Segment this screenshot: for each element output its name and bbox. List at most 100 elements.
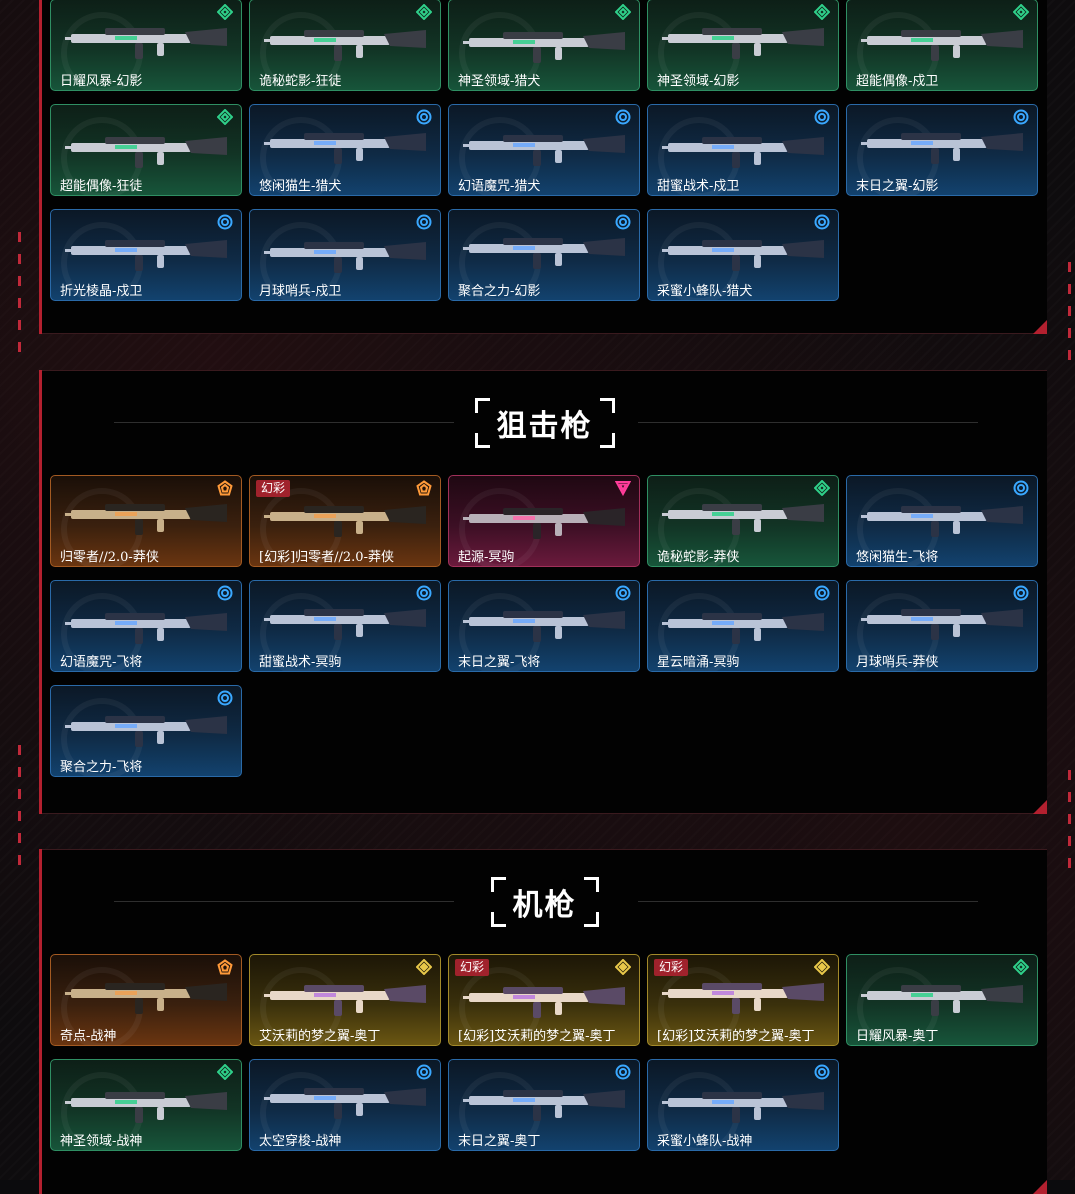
skin-name-label: 神圣领域-战神 bbox=[60, 1134, 143, 1149]
skin-name-label: 归零者//2.0-莽侠 bbox=[60, 550, 159, 565]
skin-name-label: 采蜜小蜂队-猎犬 bbox=[657, 284, 753, 299]
weapon-skin-image bbox=[662, 224, 828, 274]
sniper-skin-card[interactable]: 幻语魔咒-飞将 bbox=[50, 580, 242, 672]
machinegun-skin-card[interactable]: 幻彩[幻彩]艾沃莉的梦之翼-奥丁 bbox=[647, 954, 839, 1046]
rifle-skin-card[interactable]: 折光棱晶-戍卫 bbox=[50, 209, 242, 301]
weapon-skin-image bbox=[65, 224, 231, 274]
skin-name-label: [幻彩]艾沃莉的梦之翼-奥丁 bbox=[458, 1029, 616, 1044]
weapon-skin-image bbox=[463, 490, 629, 540]
machinegun-skin-card[interactable]: 日耀风暴-奥丁 bbox=[846, 954, 1038, 1046]
weapon-skin-image bbox=[861, 119, 1027, 169]
machinegun-skin-card[interactable]: 神圣领域-战神 bbox=[50, 1059, 242, 1151]
weapon-skin-image bbox=[264, 119, 430, 169]
skin-name-label: 悠闲猫生-飞将 bbox=[856, 550, 939, 565]
weapon-skin-image bbox=[65, 969, 231, 1019]
skin-name-label: 月球哨兵-莽侠 bbox=[856, 655, 939, 670]
circle-tier-icon bbox=[1013, 480, 1029, 496]
rifle-skin-card[interactable]: 悠闲猫生-猎犬 bbox=[249, 104, 441, 196]
skin-name-label: [幻彩]归零者//2.0-莽侠 bbox=[259, 550, 394, 565]
rifle-skin-card[interactable]: 幻语魔咒-猎犬 bbox=[448, 104, 640, 196]
skin-name-label: 超能偶像-戍卫 bbox=[856, 74, 939, 89]
weapon-skin-image bbox=[463, 969, 629, 1019]
sniper-skin-card[interactable]: 星云暗涌-冥驹 bbox=[647, 580, 839, 672]
rifles-panel: 日耀风暴-幻影 诡秘蛇影-狂徒 神圣领域-猎犬 神圣领域-幻影 超能偶像-戍卫 bbox=[39, 0, 1047, 334]
sniper-skin-card[interactable]: 起源-冥驹 bbox=[448, 475, 640, 567]
skin-name-label: 超能偶像-狂徒 bbox=[60, 179, 143, 194]
prism-badge: 幻彩 bbox=[256, 480, 291, 497]
weapon-skin-image bbox=[65, 595, 231, 645]
rifle-skin-card[interactable]: 甜蜜战术-戍卫 bbox=[647, 104, 839, 196]
skin-name-label: 采蜜小蜂队-战神 bbox=[657, 1134, 753, 1149]
sniper-skin-card[interactable]: 月球哨兵-莽侠 bbox=[846, 580, 1038, 672]
circle-tier-icon bbox=[615, 585, 631, 601]
rifle-skin-card[interactable]: 超能偶像-戍卫 bbox=[846, 0, 1038, 91]
skin-name-label: 日耀风暴-幻影 bbox=[60, 74, 143, 89]
skin-name-label: 神圣领域-幻影 bbox=[657, 74, 740, 89]
sniper-skin-card[interactable]: 幻彩 [幻彩]归零者//2.0-莽侠 bbox=[249, 475, 441, 567]
weapon-skin-image bbox=[463, 224, 629, 274]
sniper-skin-card[interactable]: 归零者//2.0-莽侠 bbox=[50, 475, 242, 567]
circle-tier-icon bbox=[217, 214, 233, 230]
machinegun-skin-card[interactable]: 太空穿梭-战神 bbox=[249, 1059, 441, 1151]
sniper-skin-card[interactable]: 甜蜜战术-冥驹 bbox=[249, 580, 441, 672]
skin-name-label: 悠闲猫生-猎犬 bbox=[259, 179, 342, 194]
hexagon-tier-icon bbox=[216, 108, 234, 126]
circle-tier-icon bbox=[416, 214, 432, 230]
panel-corner bbox=[1033, 800, 1047, 814]
rifle-skin-card[interactable]: 神圣领域-猎犬 bbox=[448, 0, 640, 91]
circle-tier-icon bbox=[615, 1064, 631, 1080]
sniper-section-title: 狙击枪 bbox=[496, 409, 593, 444]
hexagon-tier-icon bbox=[1012, 958, 1030, 976]
pentagon-tier-icon bbox=[217, 959, 233, 975]
pentagon-tier-icon bbox=[217, 480, 233, 496]
right-side-decoration bbox=[1068, 262, 1071, 372]
diamond-tier-icon bbox=[813, 958, 831, 976]
machinegun-skin-card[interactable]: 采蜜小蜂队-战神 bbox=[647, 1059, 839, 1151]
sniper-skin-card[interactable]: 末日之翼-飞将 bbox=[448, 580, 640, 672]
sniper-skin-card[interactable]: 诡秘蛇影-莽侠 bbox=[647, 475, 839, 567]
rifle-skin-card[interactable]: 诡秘蛇影-狂徒 bbox=[249, 0, 441, 91]
weapon-skin-image bbox=[65, 1074, 231, 1124]
skin-name-label: [幻彩]艾沃莉的梦之翼-奥丁 bbox=[657, 1029, 815, 1044]
rifle-skin-card[interactable]: 末日之翼-幻影 bbox=[846, 104, 1038, 196]
rifle-skin-card[interactable]: 聚合之力-幻影 bbox=[448, 209, 640, 301]
hexagon-tier-icon bbox=[1012, 3, 1030, 21]
weapon-skin-image bbox=[264, 224, 430, 274]
weapon-skin-image bbox=[65, 700, 231, 750]
machinegun-skin-card[interactable]: 艾沃莉的梦之翼-奥丁 bbox=[249, 954, 441, 1046]
skin-name-label: 聚合之力-幻影 bbox=[458, 284, 541, 299]
hexagon-tier-icon bbox=[614, 3, 632, 21]
machinegun-skin-card[interactable]: 末日之翼-奥丁 bbox=[448, 1059, 640, 1151]
machinegun-skin-card[interactable]: 幻彩[幻彩]艾沃莉的梦之翼-奥丁 bbox=[448, 954, 640, 1046]
weapon-skin-image bbox=[264, 969, 430, 1019]
skin-name-label: 太空穿梭-战神 bbox=[259, 1134, 342, 1149]
circle-tier-icon bbox=[416, 1064, 432, 1080]
skin-name-label: 末日之翼-飞将 bbox=[458, 655, 541, 670]
hexagon-tier-icon bbox=[216, 1063, 234, 1081]
machinegun-panel: 机枪 奇点-战神 艾沃莉的梦之翼-奥丁 幻彩[幻彩]艾沃莉的梦之翼-奥丁 幻 bbox=[39, 849, 1047, 1194]
rifle-skin-card[interactable]: 采蜜小蜂队-猎犬 bbox=[647, 209, 839, 301]
weapon-skin-image bbox=[463, 119, 629, 169]
skin-name-label: 甜蜜战术-戍卫 bbox=[657, 179, 740, 194]
weapon-skin-image bbox=[861, 490, 1027, 540]
sniper-skin-card[interactable]: 悠闲猫生-飞将 bbox=[846, 475, 1038, 567]
skin-name-label: 起源-冥驹 bbox=[458, 550, 515, 565]
circle-tier-icon bbox=[416, 585, 432, 601]
sniper-section-header: 狙击枪 bbox=[42, 393, 1047, 453]
skin-name-label: 月球哨兵-戍卫 bbox=[259, 284, 342, 299]
sniper-skin-card[interactable]: 聚合之力-飞将 bbox=[50, 685, 242, 777]
skin-name-label: 诡秘蛇影-莽侠 bbox=[657, 550, 740, 565]
circle-tier-icon bbox=[814, 585, 830, 601]
circle-tier-icon bbox=[217, 585, 233, 601]
skin-name-label: 幻语魔咒-猎犬 bbox=[458, 179, 541, 194]
rifle-skin-card[interactable]: 月球哨兵-戍卫 bbox=[249, 209, 441, 301]
rifle-skin-card[interactable]: 日耀风暴-幻影 bbox=[50, 0, 242, 91]
weapon-skin-image bbox=[662, 595, 828, 645]
weapon-skin-image bbox=[463, 1074, 629, 1124]
panel-corner bbox=[1033, 1180, 1047, 1194]
machinegun-section-header: 机枪 bbox=[42, 872, 1047, 932]
weapon-skin-image bbox=[264, 14, 430, 64]
rifle-skin-card[interactable]: 超能偶像-狂徒 bbox=[50, 104, 242, 196]
rifle-skin-card[interactable]: 神圣领域-幻影 bbox=[647, 0, 839, 91]
machinegun-skin-card[interactable]: 奇点-战神 bbox=[50, 954, 242, 1046]
